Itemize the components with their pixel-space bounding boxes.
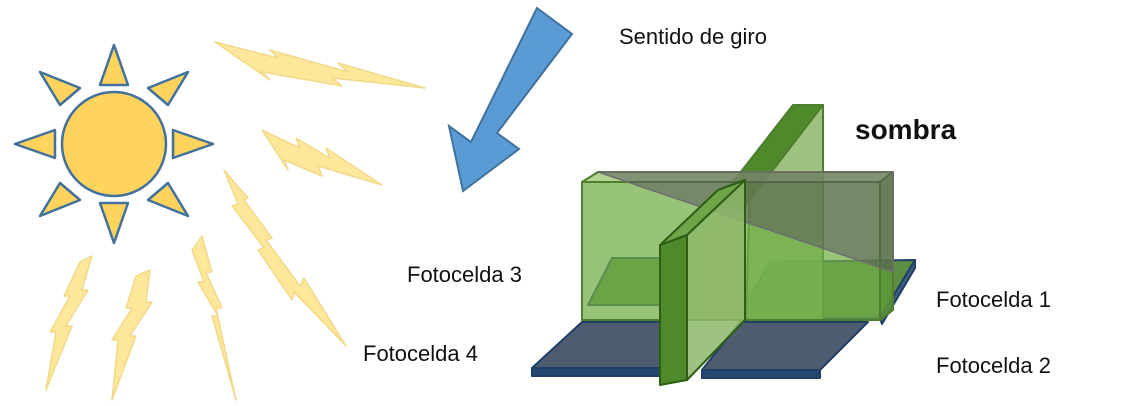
photocell-1-label: Fotocelda 1 xyxy=(936,287,1051,312)
photocell-2-label: Fotocelda 2 xyxy=(936,353,1051,378)
sun-spike-right xyxy=(171,128,215,160)
sun-spike-top-left xyxy=(38,70,82,107)
ray-3 xyxy=(223,169,347,347)
front-panel-face xyxy=(659,234,688,386)
sun-ray-icon xyxy=(45,41,426,401)
sun-disc xyxy=(60,90,168,198)
shadow-label: sombra xyxy=(855,114,957,145)
sun-spike-top-right xyxy=(146,70,190,107)
rotation-arrow-icon xyxy=(447,6,574,193)
photocell-3-label: Fotocelda 3 xyxy=(407,262,522,287)
ray-1 xyxy=(214,41,426,89)
sun-icon xyxy=(13,43,215,245)
sun-spike-left xyxy=(13,128,57,160)
front-divider-panel xyxy=(659,179,746,386)
ray-5 xyxy=(111,269,153,401)
plate-2-front xyxy=(701,369,821,379)
plate-4-top xyxy=(531,321,661,369)
sun-spike-bottom-right xyxy=(146,181,190,218)
sun-spike-bottom-left xyxy=(38,181,82,218)
ray-2 xyxy=(261,129,383,186)
front-panel-top xyxy=(659,179,746,246)
plate-4-front xyxy=(531,367,661,377)
ray-4 xyxy=(191,235,237,401)
rotation-direction-label: Sentido de giro xyxy=(619,24,767,49)
sun-spike-bottom xyxy=(98,201,130,245)
ray-6 xyxy=(45,255,93,391)
sun-spike-top xyxy=(98,43,130,87)
photocell-4-label: Fotocelda 4 xyxy=(363,341,478,366)
